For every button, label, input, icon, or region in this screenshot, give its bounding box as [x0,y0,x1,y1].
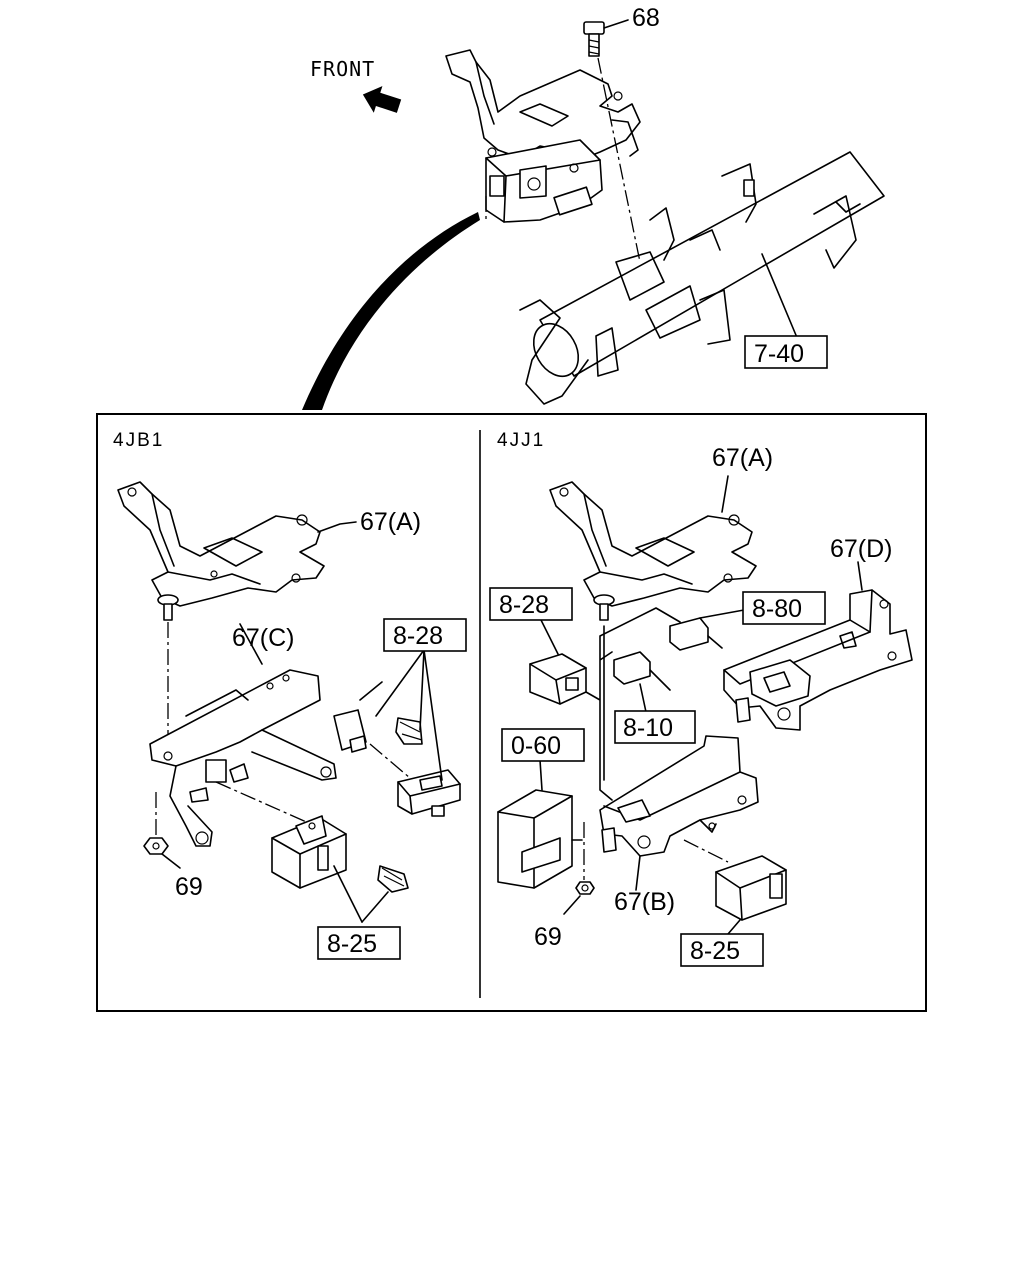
callout-right-8-80: 8-80 [752,595,802,623]
callout-right-69: 69 [534,923,562,951]
overview-bracket-assembly [445,49,641,223]
right-relay-8-10: 8-10 [613,651,696,744]
callout-left-67a: 67(A) [360,508,421,536]
left-relay-8-25: 8-25 [215,781,409,960]
callout-left-67c: 67(C) [232,624,295,652]
callout-right-67d: 67(D) [830,535,893,563]
right-nut-69: 69 [534,822,595,951]
crossmember-7-40: 7-40 [519,151,885,405]
right-screw [593,594,615,621]
detail-frame [96,413,927,1012]
callout-right-0-60: 0-60 [511,732,561,760]
callout-right-8-10: 8-10 [623,714,673,742]
section-label-4jb1: 4JB1 [113,430,164,451]
callout-68: 68 [632,4,660,32]
callout-left-8-28: 8-28 [393,622,443,650]
right-bracket-67d: 67(D) [723,535,913,731]
left-bracket-67a: 67(A) [117,481,421,607]
section-4jj1: 4JJ1 67(A) 8-28 [489,430,913,967]
callout-right-8-28: 8-28 [499,591,549,619]
right-harness [585,607,681,801]
callout-left-8-25: 8-25 [327,930,377,958]
callout-left-69: 69 [175,873,203,901]
section-4jb1: 4JB1 67(A) [113,430,467,960]
front-arrow-icon [362,86,402,113]
bolt-68: 68 [583,4,660,263]
left-nut-69: 69 [143,792,203,901]
top-overview: FRONT 68 [302,4,885,410]
right-bracket-67b: 67(B) [599,735,759,916]
right-module-0-60: 0-60 [497,728,585,889]
front-label: FRONT [310,57,375,81]
left-relay-8-28: 8-28 [333,618,467,817]
callout-right-67a: 67(A) [712,444,773,472]
right-bracket-67a: 67(A) [549,444,773,607]
left-bracket-67c: 67(C) [149,623,337,847]
detail-pointer-arrow [302,212,480,410]
section-label-4jj1: 4JJ1 [497,430,545,451]
right-relay-8-80: 8-80 [669,591,826,651]
callout-7-40: 7-40 [754,340,804,368]
callout-right-67b: 67(B) [614,888,675,916]
right-relay-8-28: 8-28 [489,587,587,705]
right-relay-8-25: 8-25 [680,839,787,967]
callout-right-8-25: 8-25 [690,937,740,965]
